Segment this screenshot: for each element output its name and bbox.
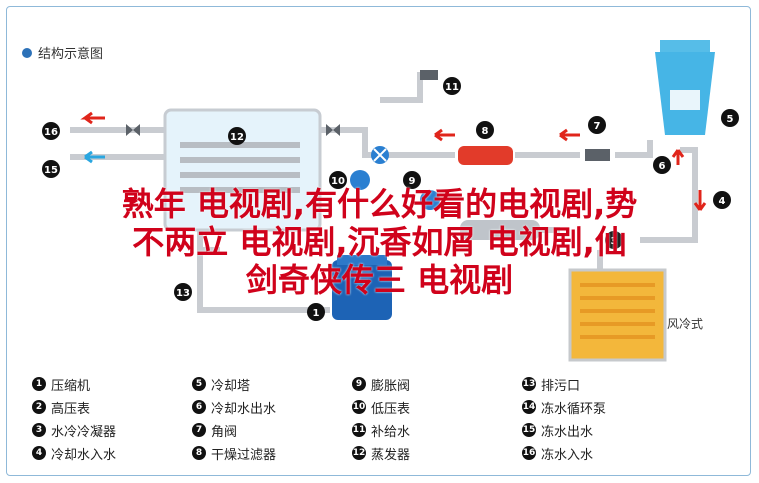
valve-chilled-in <box>126 124 140 136</box>
filter-drier <box>458 146 513 165</box>
badge-1: 1 <box>313 308 320 319</box>
legend-item: 6 冷却水出水 <box>192 397 352 417</box>
legend-num: 3 <box>32 423 46 437</box>
overlay-line-2: 不两立 电视剧,沉香如屑 电视剧,仙 <box>132 223 627 261</box>
valves <box>126 70 610 161</box>
badge-12: 12 <box>230 132 244 143</box>
diagram-frame <box>6 6 751 476</box>
flow-arrows <box>80 111 707 211</box>
legend-item: 7 角阀 <box>192 420 352 440</box>
badge-11: 11 <box>445 82 459 93</box>
pipes <box>70 72 698 313</box>
badge-7: 7 <box>594 121 601 132</box>
legend-item: 1 压缩机 <box>32 374 192 394</box>
legend-label: 蒸发器 <box>371 447 411 463</box>
badge-9: 9 <box>409 176 416 187</box>
arrow-return <box>559 128 580 142</box>
legend-label: 冻水循环泵 <box>541 401 607 417</box>
legend-num: 11 <box>352 423 366 437</box>
badge-6: 6 <box>659 161 666 172</box>
legend-label: 高压表 <box>51 401 91 417</box>
air-cooled-condenser <box>568 268 667 362</box>
compressor <box>332 255 392 320</box>
legend-label: 冷却水出水 <box>211 401 277 417</box>
legend-num: 6 <box>192 400 206 414</box>
water-cooled-condenser <box>460 220 540 240</box>
legend-item: 16 冻水入水 <box>522 443 682 463</box>
legend-item: 4 冷却水入水 <box>32 443 192 463</box>
badge-5: 5 <box>727 114 734 125</box>
badge-10: 10 <box>331 176 345 187</box>
legend-item: 15 冻水出水 <box>522 420 682 440</box>
legend-item: 11 补给水 <box>352 420 522 440</box>
legend: 1 压缩机 5 冷却塔 9 膨胀阀 13 排污口 2 高压表 6 冷却水出水 10 低压表 1… <box>32 374 682 463</box>
bullet-icon <box>22 47 32 58</box>
legend-label: 低压表 <box>371 401 411 417</box>
low-pressure-gauge <box>350 170 370 190</box>
legend-label: 排污口 <box>541 378 581 394</box>
legend-item: 13 排污口 <box>522 374 682 394</box>
legend-label: 冻水出水 <box>541 424 594 440</box>
legend-item: 2 高压表 <box>32 397 192 417</box>
arrow-down <box>693 190 707 211</box>
badge-15: 15 <box>44 165 58 176</box>
legend-label: 冷却水入水 <box>51 447 117 463</box>
legend-num: 2 <box>32 400 46 414</box>
diagram-title: 结构示意图 <box>38 47 104 62</box>
legend-num: 13 <box>522 377 536 391</box>
number-badges: 1 12 16 15 10 9 11 8 7 6 5 4 3 13 <box>42 77 739 321</box>
cooling-tower <box>655 40 715 135</box>
overlay-line-3: 剑奇侠传三 电视剧 <box>245 261 514 299</box>
legend-num: 4 <box>32 446 46 460</box>
legend-label: 冻水入水 <box>541 447 594 463</box>
legend-item: 12 蒸发器 <box>352 443 522 463</box>
legend-label: 补给水 <box>371 424 411 440</box>
legend-num: 14 <box>522 400 536 414</box>
legend-num: 15 <box>522 423 536 437</box>
high-pressure-gauge <box>420 190 440 210</box>
pipe-drain <box>197 200 330 313</box>
legend-label: 冷却塔 <box>211 378 251 394</box>
overlay-line-1: 熟年 电视剧,有什么好看的电视剧,势 <box>121 185 638 223</box>
legend-label: 水冷冷凝器 <box>51 424 117 440</box>
arrow-refrigerant <box>434 128 455 142</box>
legend-label: 角阀 <box>211 424 238 440</box>
arrow-chilled-out <box>84 150 105 164</box>
valve-makeup <box>420 70 438 80</box>
legend-num: 10 <box>352 400 366 414</box>
badge-13: 13 <box>176 288 190 299</box>
overlay-text: 熟年 电视剧,有什么好看的电视剧,势 不两立 电视剧,沉香如屑 电视剧,仙 剑奇… <box>0 185 759 299</box>
evaporator-tank <box>163 108 322 232</box>
badge-16: 16 <box>44 127 58 138</box>
legend-item: 14 冻水循环泵 <box>522 397 682 417</box>
legend-num: 8 <box>192 446 206 460</box>
legend-num: 5 <box>192 377 206 391</box>
legend-num: 16 <box>522 446 536 460</box>
legend-num: 1 <box>32 377 46 391</box>
angle-valve <box>585 149 610 161</box>
legend-item: 10 低压表 <box>352 397 522 417</box>
legend-num: 7 <box>192 423 206 437</box>
legend-item: 3 水冷冷凝器 <box>32 420 192 440</box>
valve-evap-out <box>326 124 340 136</box>
legend-num: 9 <box>352 377 366 391</box>
legend-num: 12 <box>352 446 366 460</box>
badge-3: 3 <box>611 236 618 247</box>
legend-item: 5 冷却塔 <box>192 374 352 394</box>
legend-item: 8 干燥过滤器 <box>192 443 352 463</box>
pipe-refrigerant <box>320 127 698 243</box>
arrow-chilled-in <box>80 111 105 125</box>
diagram-header: 结构示意图 <box>22 43 103 62</box>
legend-label: 压缩机 <box>51 378 91 394</box>
air-cooled-label: 风冷式 <box>667 317 704 331</box>
legend-label: 干燥过滤器 <box>211 447 277 463</box>
legend-item: 9 膨胀阀 <box>352 374 522 394</box>
legend-label: 膨胀阀 <box>371 378 411 394</box>
badge-8: 8 <box>482 126 489 137</box>
arrow-up <box>671 149 685 165</box>
badge-4: 4 <box>719 196 726 207</box>
